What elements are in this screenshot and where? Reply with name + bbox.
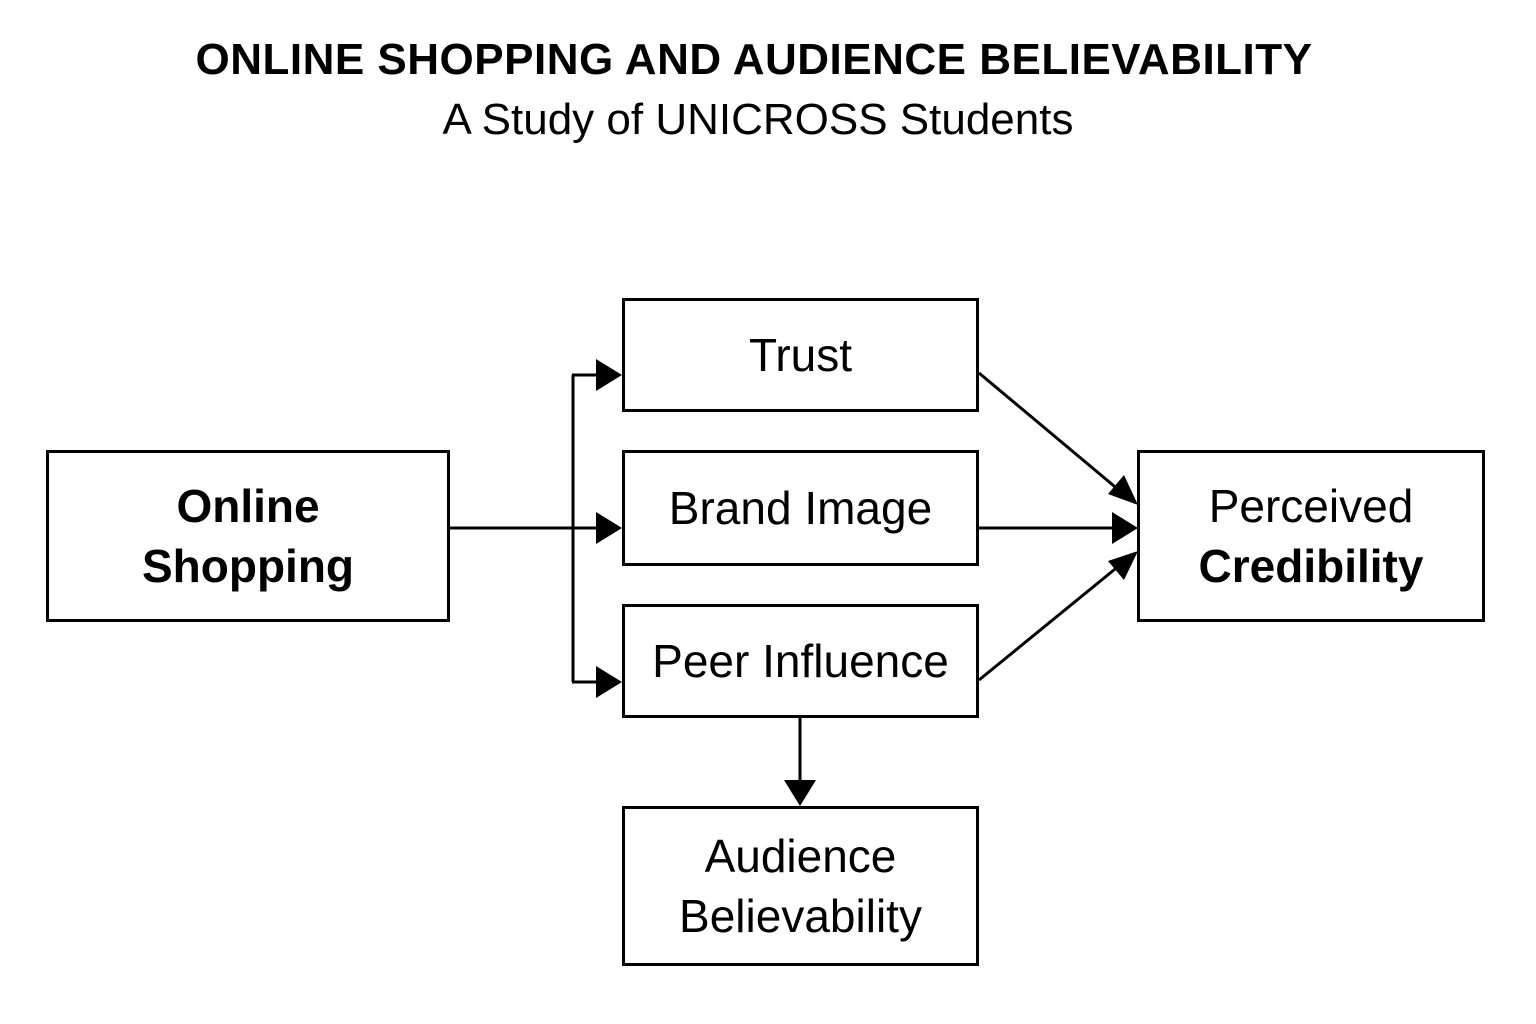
perceived-credibility-node: Perceived Credibility bbox=[1137, 450, 1485, 622]
arrowhead-peer-credibility bbox=[1108, 551, 1138, 580]
perceived-credibility-label-line1: Perceived bbox=[1208, 480, 1414, 532]
audience-believability-label-line1: Audience bbox=[704, 830, 897, 882]
edge-trust-to-credibility bbox=[978, 371, 1121, 493]
online-shopping-label-line2: Shopping bbox=[141, 540, 355, 592]
peer-influence-label: Peer Influence bbox=[652, 635, 949, 687]
perceived-credibility-label-line2: Credibility bbox=[1198, 540, 1424, 592]
arrowhead-brand-credibility bbox=[1112, 512, 1138, 544]
online-shopping-node: Online Shopping bbox=[46, 450, 450, 622]
diagram-title: ONLINE SHOPPING AND AUDIENCE BELIEVABILI… bbox=[195, 35, 1313, 84]
arrowhead-audience bbox=[784, 780, 816, 806]
audience-believability-label-line2: Believability bbox=[679, 890, 922, 942]
edge-peer-to-credibility bbox=[978, 563, 1121, 682]
peer-influence-node: Peer Influence bbox=[622, 604, 979, 718]
online-shopping-label-line1: Online bbox=[176, 480, 320, 532]
brand-image-node: Brand Image bbox=[622, 450, 979, 566]
brand-image-label: Brand Image bbox=[668, 482, 933, 534]
diagram-subtitle: A Study of UNICROSS Students bbox=[442, 95, 1074, 144]
audience-believability-node: Audience Believability bbox=[622, 806, 979, 966]
trust-label: Trust bbox=[748, 329, 853, 381]
arrowhead-trust-credibility bbox=[1108, 475, 1138, 505]
arrowhead-trust bbox=[596, 359, 622, 391]
arrowhead-peer-influence bbox=[596, 666, 622, 698]
trust-node: Trust bbox=[622, 298, 979, 412]
arrowhead-brand-image bbox=[596, 512, 622, 544]
